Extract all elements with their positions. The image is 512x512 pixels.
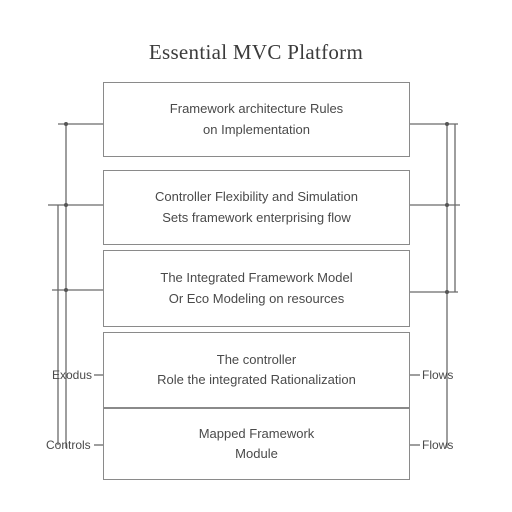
- box-3-line-2: Or Eco Modeling on resources: [168, 290, 345, 306]
- diagram-box-4: The controller Role the integrated Ratio…: [103, 332, 410, 408]
- diagram-box-1: Framework architecture Rules on Implemen…: [103, 82, 410, 157]
- junction-dot: [64, 203, 68, 207]
- junction-dot: [445, 203, 449, 207]
- right-upper-side-label: Flows: [422, 368, 454, 382]
- box-2-line-1: Controller Flexibility and Simulation: [154, 189, 359, 205]
- diagram-box-3: The Integrated Framework Model Or Eco Mo…: [103, 250, 410, 327]
- box-4-line-1: The controller: [216, 351, 297, 367]
- junction-dot: [64, 288, 68, 292]
- box-1-line-2: on Implementation: [203, 121, 310, 137]
- left-lower-side-label: Controls: [46, 438, 91, 452]
- diagram-box-2: Controller Flexibility and Simulation Se…: [103, 170, 410, 245]
- diagram-box-5: Mapped Framework Module: [103, 408, 410, 480]
- junction-dot: [445, 122, 449, 126]
- box-5-line-2: Module: [235, 446, 278, 461]
- diagram-title: Essential MVC Platform: [148, 40, 364, 64]
- box-2-line-2: Sets framework enterprising flow: [162, 209, 351, 225]
- box-3-line-1: The Integrated Framework Model: [160, 270, 353, 286]
- box-4-line-2: Role the integrated Rationalization: [157, 372, 356, 387]
- right-lower-side-label: Flows: [422, 438, 454, 452]
- junction-dot: [445, 290, 449, 294]
- box-1-line-1: Framework architecture Rules: [169, 101, 344, 117]
- junction-dot: [64, 122, 68, 126]
- box-5-line-1: Mapped Framework: [198, 425, 315, 441]
- left-upper-side-label: Exodus: [52, 368, 93, 382]
